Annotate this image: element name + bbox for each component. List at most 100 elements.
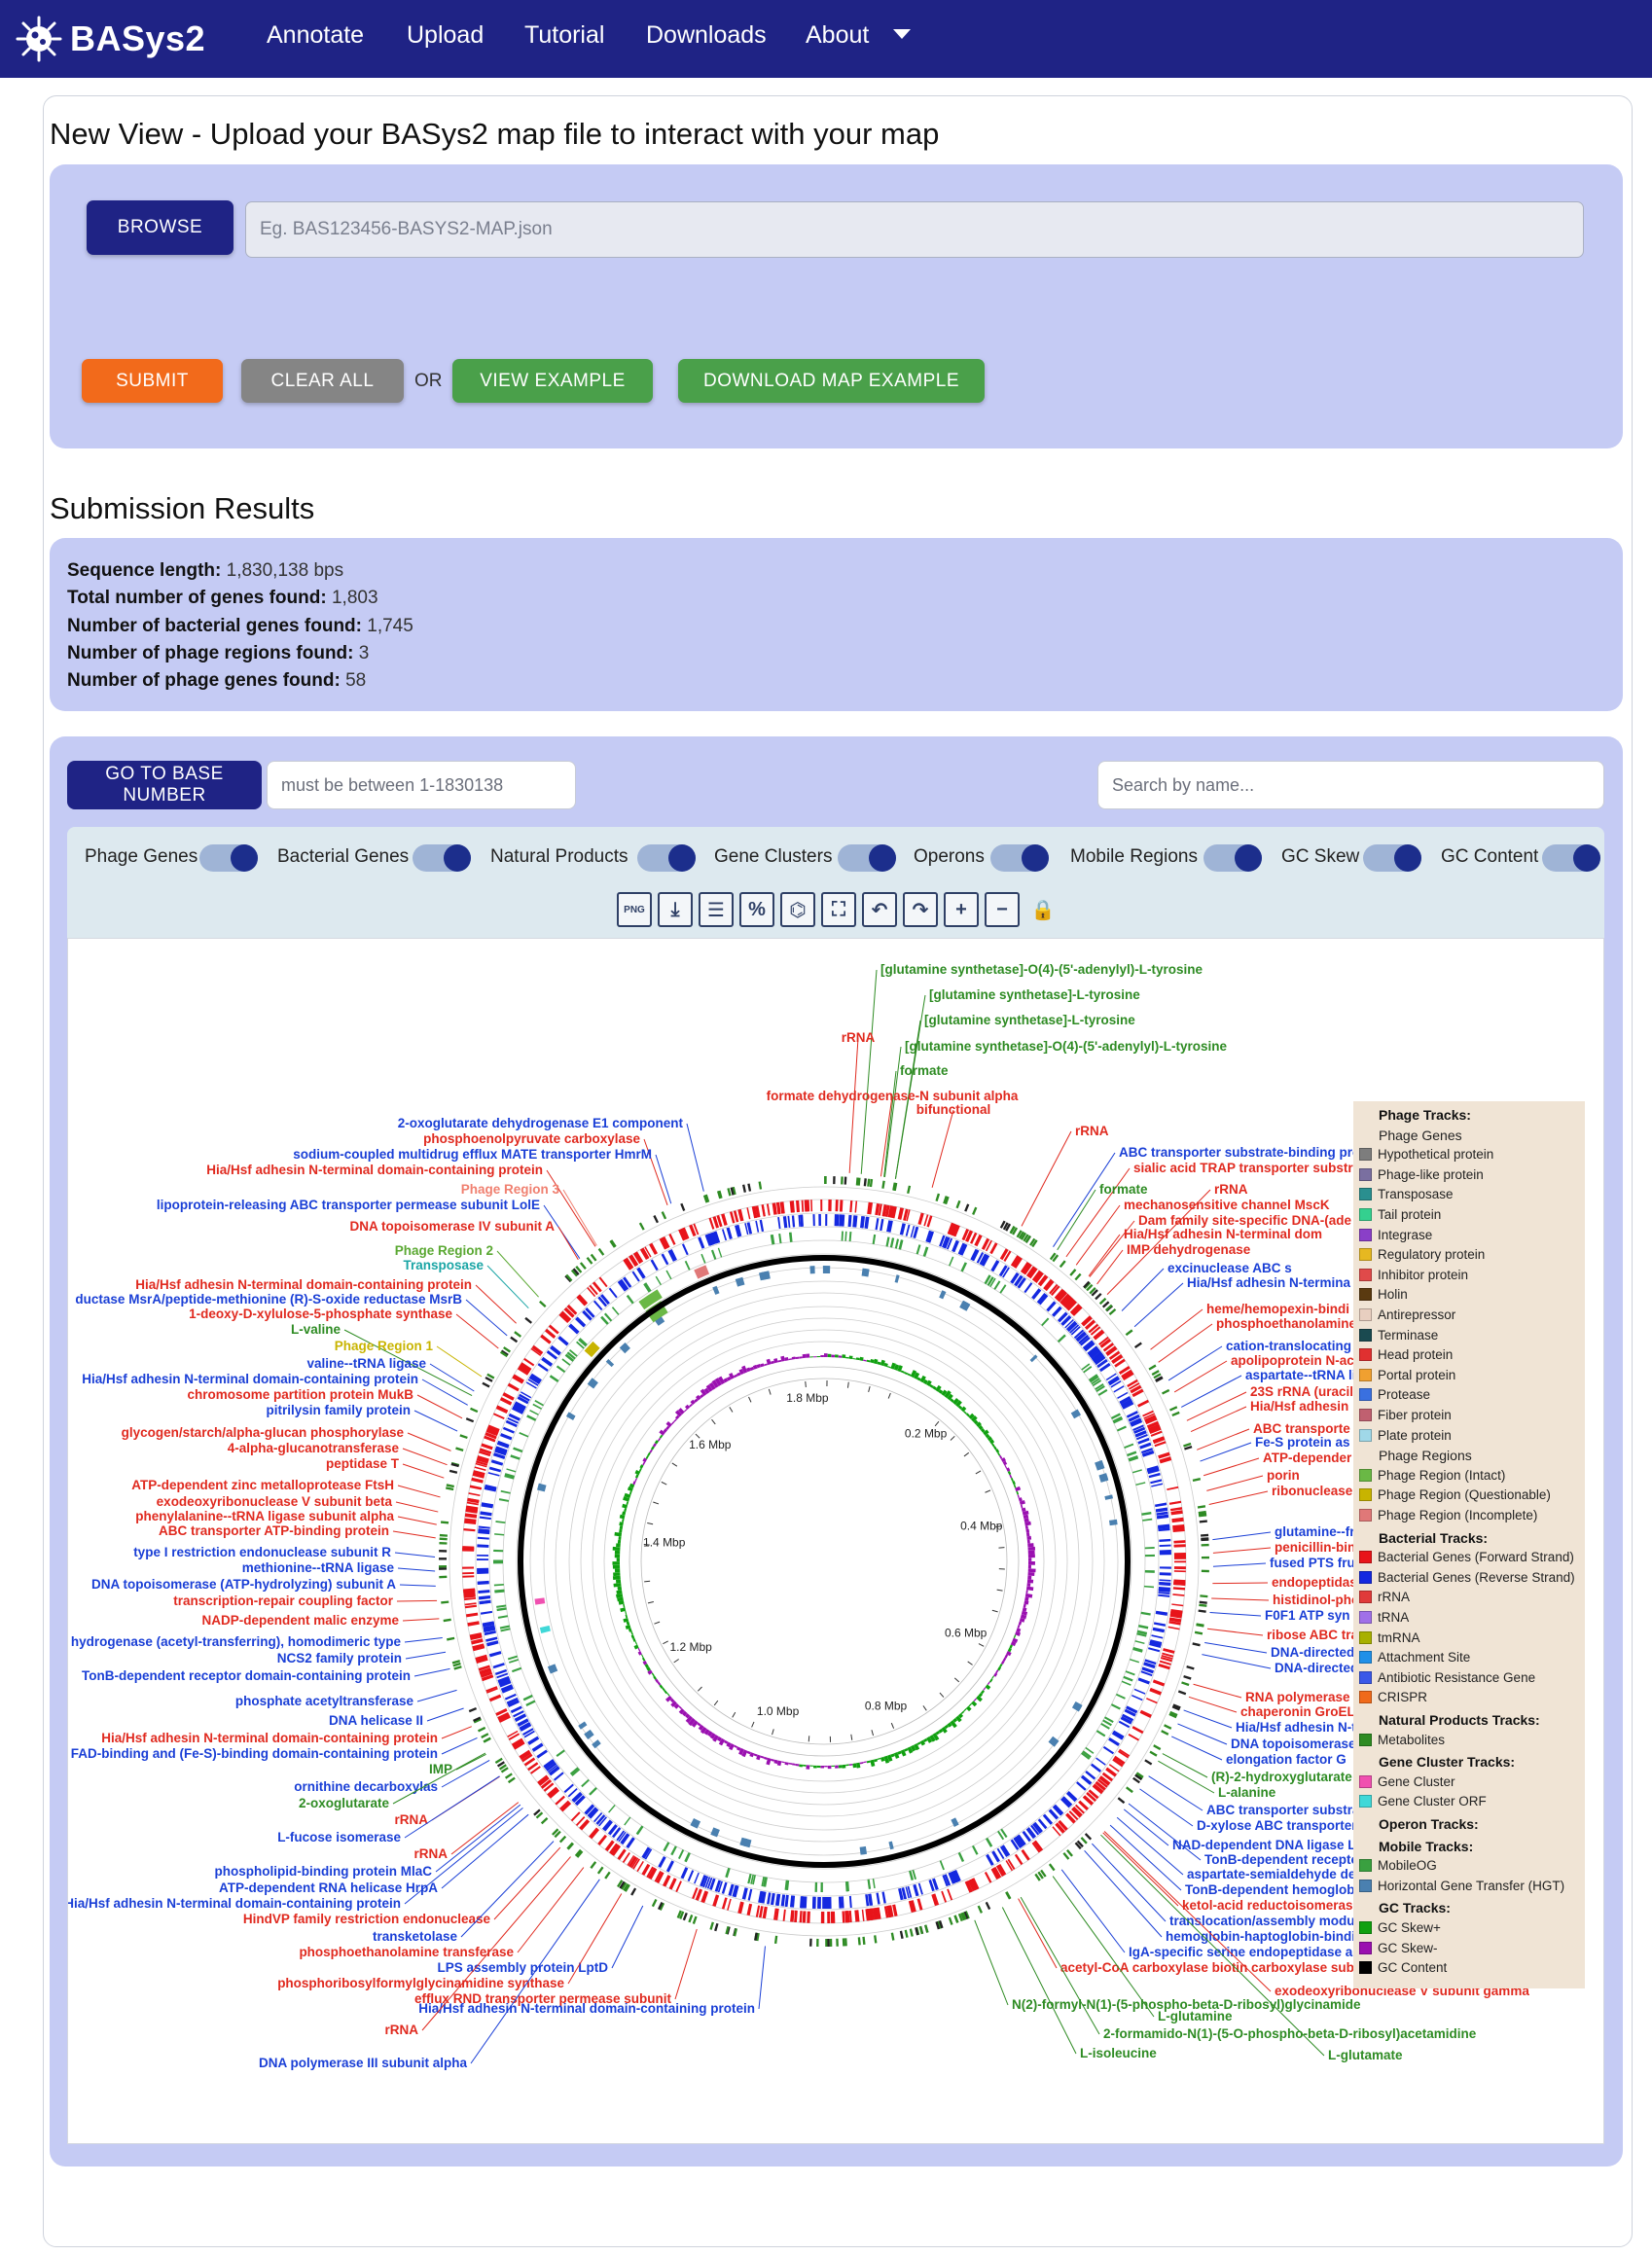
nav-downloads-link[interactable]: Downloads [646,21,767,49]
metabolite-mark [1201,1556,1209,1559]
nav-annotate-link[interactable]: Annotate [267,21,365,49]
brand-link[interactable]: BASys2 [14,14,205,64]
toggle-mobile-regions[interactable] [1203,844,1262,872]
zoom-in-icon[interactable]: + [944,892,979,927]
legend-swatch [1359,1368,1372,1381]
file-input[interactable]: Eg. BAS123456-BASYS2-MAP.json [245,201,1584,258]
reverse-gene [1002,1267,1010,1278]
scale-tick-label: 1.6 Mbp [689,1438,732,1451]
legend-swatch [1359,1570,1372,1584]
forward-gene [511,1737,522,1746]
go-to-base-button[interactable]: GO TO BASE NUMBER [67,761,262,809]
forward-gene [1024,1264,1032,1275]
mobile-element [1138,1624,1149,1629]
undo-icon[interactable]: ↶ [862,892,897,927]
download-icon[interactable]: ⤓ [658,892,693,927]
reverse-gene [792,1895,796,1908]
legend-item-label: Bacterial Genes (Reverse Strand) [1378,1569,1575,1585]
metabolite-mark [977,1905,984,1914]
gc-skew-bar [622,1503,628,1509]
gc-skew-bar [1023,1603,1026,1608]
fullscreen-icon[interactable]: ⛶ [821,892,856,927]
scale-tick-label: 0.6 Mbp [945,1626,988,1639]
toggle-gc-skew[interactable] [1363,844,1421,872]
track-ring [580,1317,1068,1806]
search-input[interactable]: Search by name... [1097,761,1604,809]
legend-item: Plate protein [1359,1428,1452,1443]
toggle-operons[interactable] [990,844,1049,872]
forward-gene [1045,1280,1055,1292]
nav-about-link[interactable]: About [806,21,870,49]
forward-gene [1144,1414,1157,1422]
forward-gene [975,1235,983,1247]
redo-icon[interactable]: ↷ [903,892,938,927]
toggle-natural-products[interactable] [637,844,696,872]
view-example-button[interactable]: VIEW EXAMPLE [452,359,653,403]
reverse-gene [500,1684,514,1692]
metabolite-mark [1199,1600,1207,1604]
zoom-out-icon[interactable]: − [985,892,1020,927]
mobile-element [665,1270,672,1280]
molecule-icon[interactable]: ⌬ [780,892,815,927]
base-number-input[interactable]: must be between 1-1830138 [267,761,576,809]
legend-item: GC Skew- [1359,1941,1438,1955]
reverse-gene [593,1812,603,1823]
list-icon[interactable]: ☰ [699,892,734,927]
toggle-phage-genes[interactable] [199,844,258,872]
reverse-gene [665,1860,674,1873]
forward-gene [981,1237,990,1250]
mobile-element [844,1231,847,1241]
forward-gene [508,1733,521,1740]
reverse-gene [704,1877,711,1888]
gc-skew-bar [838,1355,843,1358]
reverse-gene [626,1837,635,1849]
percent-icon[interactable]: % [739,892,774,927]
forward-gene [492,1413,505,1419]
nav-tutorial-link[interactable]: Tutorial [524,21,605,49]
png-icon[interactable]: PNG [617,892,652,927]
metabolite-mark [1168,1712,1177,1719]
about-dropdown-caret-icon[interactable] [893,29,911,39]
forward-gene [1142,1410,1154,1417]
gc-skew-bar [883,1362,888,1368]
download-map-example-button[interactable]: DOWNLOAD MAP EXAMPLE [678,359,985,403]
forward-gene [941,1890,948,1903]
gene-label: rRNA [394,1812,428,1827]
gene-label: L-valine [291,1322,341,1337]
mobile-element [889,1237,895,1248]
label-leader-line [1150,1308,1203,1350]
gene-label: ATP-depender [1263,1450,1352,1465]
forward-gene [1172,1594,1185,1596]
browse-button[interactable]: BROWSE [87,200,233,255]
forward-gene [477,1455,489,1462]
forward-gene [1170,1608,1183,1614]
metabolite-mark [702,1195,708,1203]
mobile-element [684,1260,691,1271]
gc-skew-bar [678,1408,685,1414]
hgt-block [592,1739,601,1749]
submit-button[interactable]: SUBMIT [82,359,223,403]
toggle-gc-content[interactable] [1542,844,1600,872]
toggle-gene-clusters[interactable] [838,844,896,872]
gc-skew-bar [659,1684,664,1689]
toggle-bacterial-genes[interactable] [413,844,471,872]
gc-skew-bar [705,1384,713,1392]
gc-skew-bar [904,1747,909,1752]
legend-item-label: Holin [1378,1287,1408,1303]
forward-gene [1033,1271,1044,1283]
reverse-gene [497,1440,510,1447]
reverse-gene [1088,1347,1100,1357]
result-label: Total number of genes found: [67,588,327,608]
reverse-gene [709,1878,716,1890]
reverse-gene [597,1296,608,1307]
clear-all-button[interactable]: CLEAR ALL [241,359,404,403]
lock-icon[interactable]: 🔒 [1030,899,1056,921]
nav-upload-link[interactable]: Upload [407,21,485,49]
metabolite-mark [1048,1863,1056,1872]
scale-tick [713,1700,719,1706]
reverse-gene [514,1713,527,1722]
mobile-element [512,1666,522,1673]
legend-item: MobileOG [1359,1858,1437,1873]
